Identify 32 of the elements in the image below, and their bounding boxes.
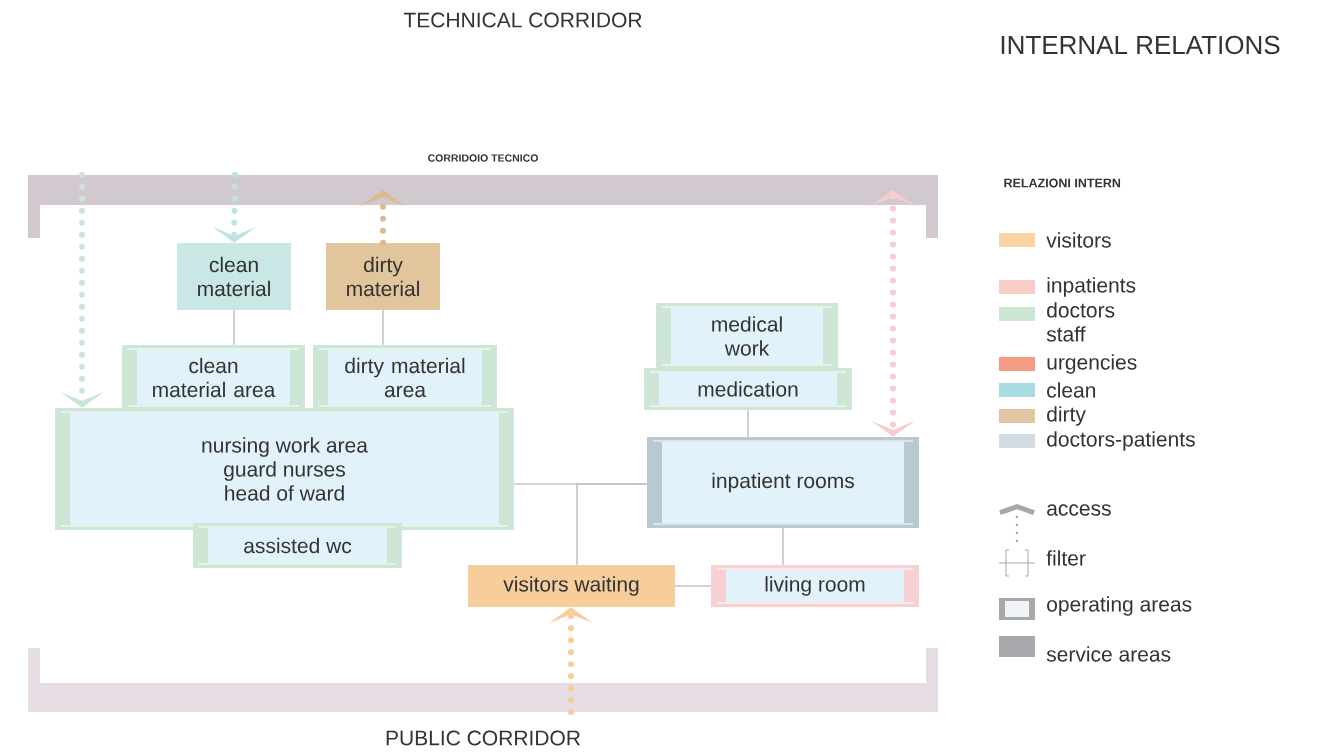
- legend-label: access: [1047, 504, 1111, 516]
- legend-label: inpatients: [1047, 277, 1136, 297]
- connector-line: [233, 309, 235, 346]
- access-arrow: [870, 190, 916, 437]
- legend-label: visitors: [1046, 232, 1111, 248]
- room-box: medical work: [656, 303, 838, 369]
- room-box: clean material: [177, 243, 291, 310]
- legend-label: service areas: [1046, 646, 1171, 662]
- legend-label: operating areas: [1047, 596, 1192, 616]
- room-box: medication: [644, 368, 852, 410]
- room-box: inpatient rooms: [647, 437, 919, 528]
- corridor-label: PUBLIC CORRIDOR: [386, 730, 580, 746]
- connector-line: [782, 527, 784, 566]
- room-box: dirty material: [326, 243, 440, 310]
- legend-label: filter: [1046, 550, 1086, 566]
- connector-line: [382, 309, 384, 346]
- title: INTERNAL RELATIONS: [1001, 35, 1280, 55]
- legend-label: urgencies: [1047, 354, 1137, 374]
- connector-line: [576, 483, 648, 566]
- connector-line: [674, 585, 712, 587]
- corridor-label: CORRIDOIO TECNICO: [428, 154, 538, 162]
- node-label: medical work: [712, 316, 782, 356]
- connector-line: [747, 409, 749, 438]
- room-box: assisted wc: [193, 523, 402, 568]
- room-box: clean material area: [122, 345, 305, 410]
- room-box: dirty material area: [313, 345, 497, 410]
- legend-label: doctors-patients: [1047, 431, 1195, 451]
- legend-label: clean: [1047, 382, 1096, 398]
- corridor-caption: TECHNICAL CORRIDOR: [403, 12, 642, 28]
- legend-label: dirty: [1047, 406, 1086, 426]
- legend-heading: RELAZIONI INTERN: [1004, 178, 1121, 188]
- room-box: living room: [711, 565, 919, 607]
